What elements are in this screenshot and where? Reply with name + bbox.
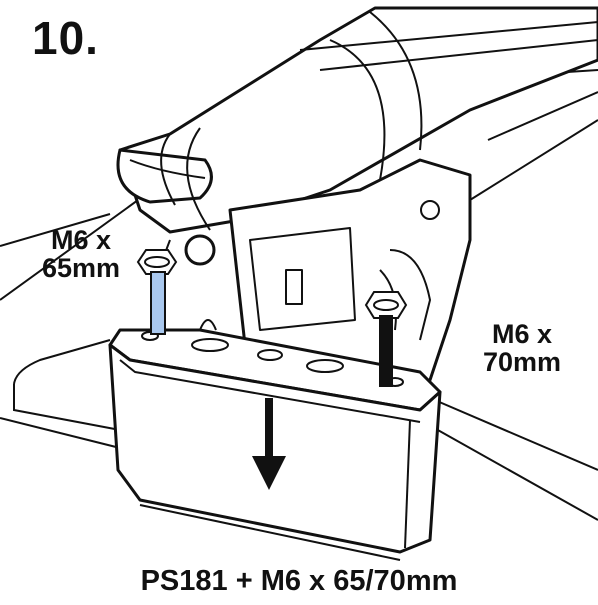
right-bolt-label-line2: 70mm	[482, 347, 562, 378]
step-number: 10.	[32, 12, 99, 64]
parts-caption: PS181 + M6 x 65/70mm	[140, 565, 458, 597]
left-bolt-label-line1: M6 x	[50, 225, 112, 255]
right-bolt-label-line1: M6 x	[491, 319, 553, 349]
bolt-icon	[136, 249, 178, 335]
down-arrow-icon	[252, 398, 286, 490]
left-bolt-label-line2: 65mm	[41, 253, 121, 284]
right-bolt-label: M6 x 70mm	[452, 320, 592, 377]
bolt-icon	[364, 291, 408, 387]
left-bolt-label: M6 x 65mm	[6, 226, 156, 283]
adapter-block	[108, 343, 442, 561]
roof-bar	[116, 6, 598, 234]
